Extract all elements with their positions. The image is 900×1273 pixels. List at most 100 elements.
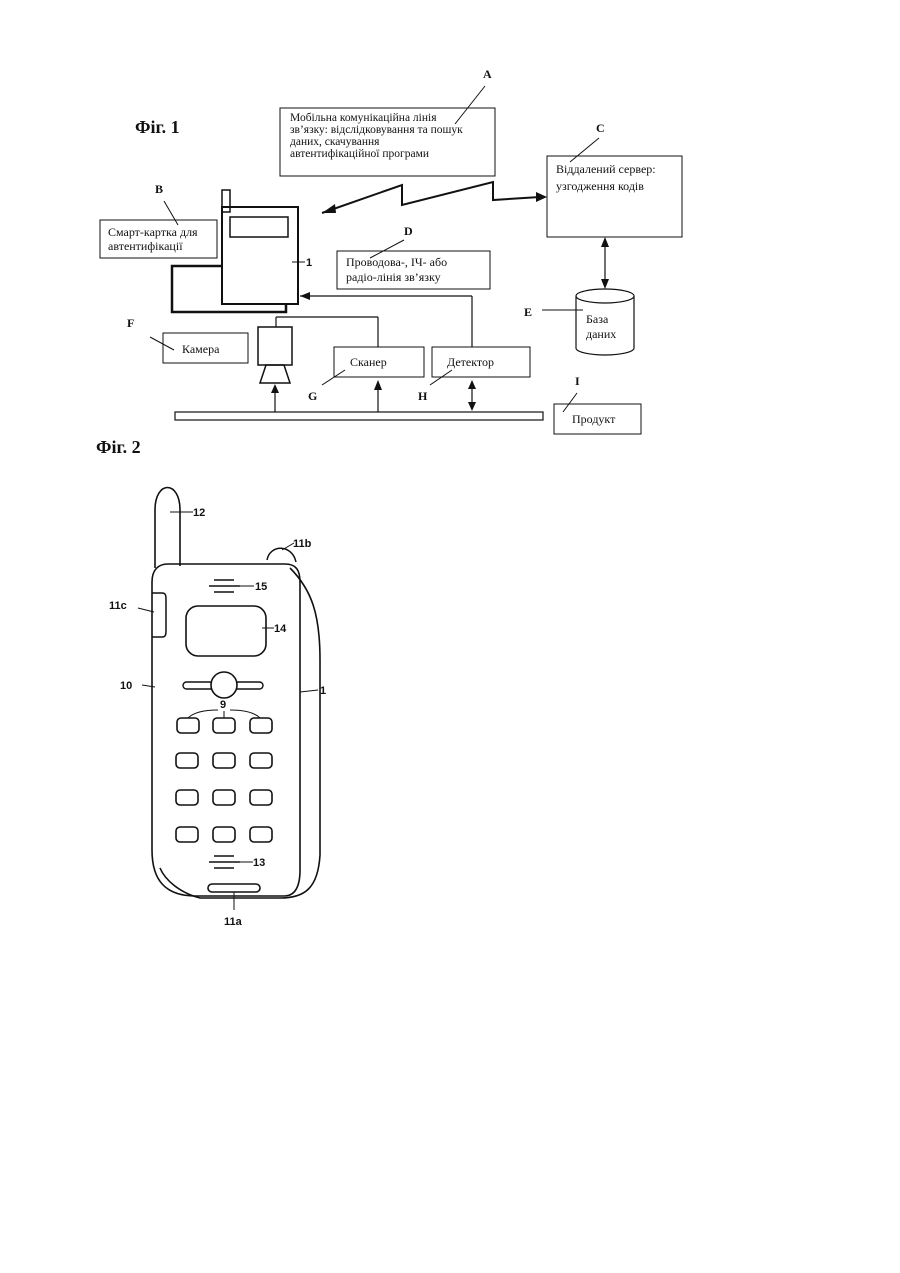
box-i-product: I Продукт <box>554 374 641 434</box>
box-c-line-1: Віддалений сервер: <box>556 162 656 176</box>
leader-a <box>455 86 485 124</box>
letter-e: E <box>524 305 532 319</box>
db-arrow-up <box>601 237 609 247</box>
ref-15: 15 <box>255 581 267 593</box>
phone-display <box>186 606 266 656</box>
ref-14: 14 <box>274 623 287 635</box>
leader-b <box>164 201 178 225</box>
detector-arrow-up <box>468 380 476 389</box>
leader-9-left <box>188 710 218 718</box>
keypad <box>176 718 272 842</box>
db-cylinder-top <box>576 289 634 303</box>
leader-1 <box>300 690 318 692</box>
card-reader-loop <box>172 266 286 312</box>
ref-11c: 11c <box>109 600 127 612</box>
letter-a: A <box>483 67 492 81</box>
fig1-title: Фіг. 1 <box>135 117 180 137</box>
phone-antenna <box>155 488 180 569</box>
phone-block-1: 1 <box>172 190 312 312</box>
nav-center-key <box>211 672 237 698</box>
box-g-scanner: Сканер G <box>308 347 424 412</box>
box-i-label: Продукт <box>572 412 616 426</box>
key-r1-c2 <box>213 753 235 768</box>
letter-b: B <box>155 182 163 196</box>
letter-i: I <box>575 374 580 388</box>
phone-screen <box>230 217 288 237</box>
box-b-line-2: автентифікації <box>108 239 183 253</box>
ref-12: 12 <box>193 507 205 519</box>
key-r3-c1 <box>176 827 198 842</box>
leader-9-right <box>230 710 260 718</box>
wireless-arrow-left <box>322 204 336 213</box>
box-f-label: Камера <box>182 342 220 356</box>
ref-13: 13 <box>253 857 265 869</box>
ref-11b: 11b <box>293 538 312 550</box>
key-r3-c2 <box>213 827 235 842</box>
leader-10 <box>142 685 155 687</box>
key-r2-c1 <box>176 790 198 805</box>
db-label-1: База <box>586 312 609 326</box>
ref-9: 9 <box>220 699 226 711</box>
letter-c: C <box>596 121 605 135</box>
database-e: База даних E <box>524 237 634 355</box>
camera-lens <box>260 365 290 383</box>
side-button-11c <box>152 593 166 637</box>
box-a-mobile-link: Мобільна комунікаційна лінія зв’язку: ві… <box>280 67 495 176</box>
key-r2-c3 <box>250 790 272 805</box>
wireless-link-zigzag <box>322 182 540 213</box>
product-plate <box>175 412 543 420</box>
letter-h: H <box>418 389 428 403</box>
box-d-wired-link: D Проводова-, ІЧ- або радіо-лінія зв’язк… <box>337 224 490 289</box>
key-r1-c3 <box>250 753 272 768</box>
soft-key-left <box>177 718 199 733</box>
box-b-line-1: Смарт-картка для <box>108 225 198 239</box>
letter-g: G <box>308 389 317 403</box>
bus-connections <box>276 292 472 347</box>
key-r1-c1 <box>176 753 198 768</box>
box-d-line-1: Проводова-, ІЧ- або <box>346 255 447 269</box>
side-button-11b <box>267 548 296 562</box>
ref-11a: 11a <box>224 916 243 928</box>
letter-f: F <box>127 316 134 330</box>
box-h-label: Детектор <box>447 355 494 369</box>
bus-arrow-to-phone <box>300 292 310 300</box>
box-c-remote-server: C Віддалений сервер: узгодження кодів <box>547 121 682 237</box>
key-r2-c2 <box>213 790 235 805</box>
box-a-line-2: зв’язку: відслідковування та пошук <box>290 124 463 136</box>
figure-1: Фіг. 1 Мобільна комунікаційна лінія зв’я… <box>100 67 682 434</box>
box-a-line-3: даних, скачування <box>290 136 380 148</box>
figure-2: Фіг. 2 12 11b 11c 15 14 10 <box>96 437 326 928</box>
box-d-line-2: радіо-лінія зв’язку <box>346 270 441 284</box>
detector-arrow-down <box>468 402 476 411</box>
phone-front-body <box>152 564 300 896</box>
phone-antenna-stub <box>222 190 230 212</box>
phone-ref-1: 1 <box>306 257 312 269</box>
leader-f <box>150 337 174 350</box>
phone-body <box>222 207 298 304</box>
box-a-line-4: автентифікаційної програми <box>290 148 429 160</box>
db-arrow-down <box>601 279 609 289</box>
key-r3-c3 <box>250 827 272 842</box>
fig2-title: Фіг. 2 <box>96 437 141 457</box>
camera-device <box>258 327 292 412</box>
camera-body <box>258 327 292 365</box>
leader-c <box>570 138 599 162</box>
box-a-line-1: Мобільна комунікаційна лінія <box>290 112 437 124</box>
soft-key-middle <box>213 718 235 733</box>
ref-1: 1 <box>320 685 326 697</box>
db-label-2: даних <box>586 327 616 341</box>
bottom-connector-11a <box>208 884 260 892</box>
box-f-camera: F Камера <box>127 316 248 363</box>
box-h-detector: Детектор H <box>418 347 530 411</box>
box-b-smart-card: B Смарт-картка для автентифікації <box>100 182 217 258</box>
soft-key-right <box>250 718 272 733</box>
camera-view-arrow <box>271 384 279 393</box>
letter-d: D <box>404 224 413 238</box>
scanner-arrow <box>374 380 382 390</box>
box-c-line-2: узгодження кодів <box>556 179 644 193</box>
box-g-label: Сканер <box>350 355 387 369</box>
wireless-arrow-right <box>536 192 547 202</box>
leader-i <box>563 393 577 412</box>
